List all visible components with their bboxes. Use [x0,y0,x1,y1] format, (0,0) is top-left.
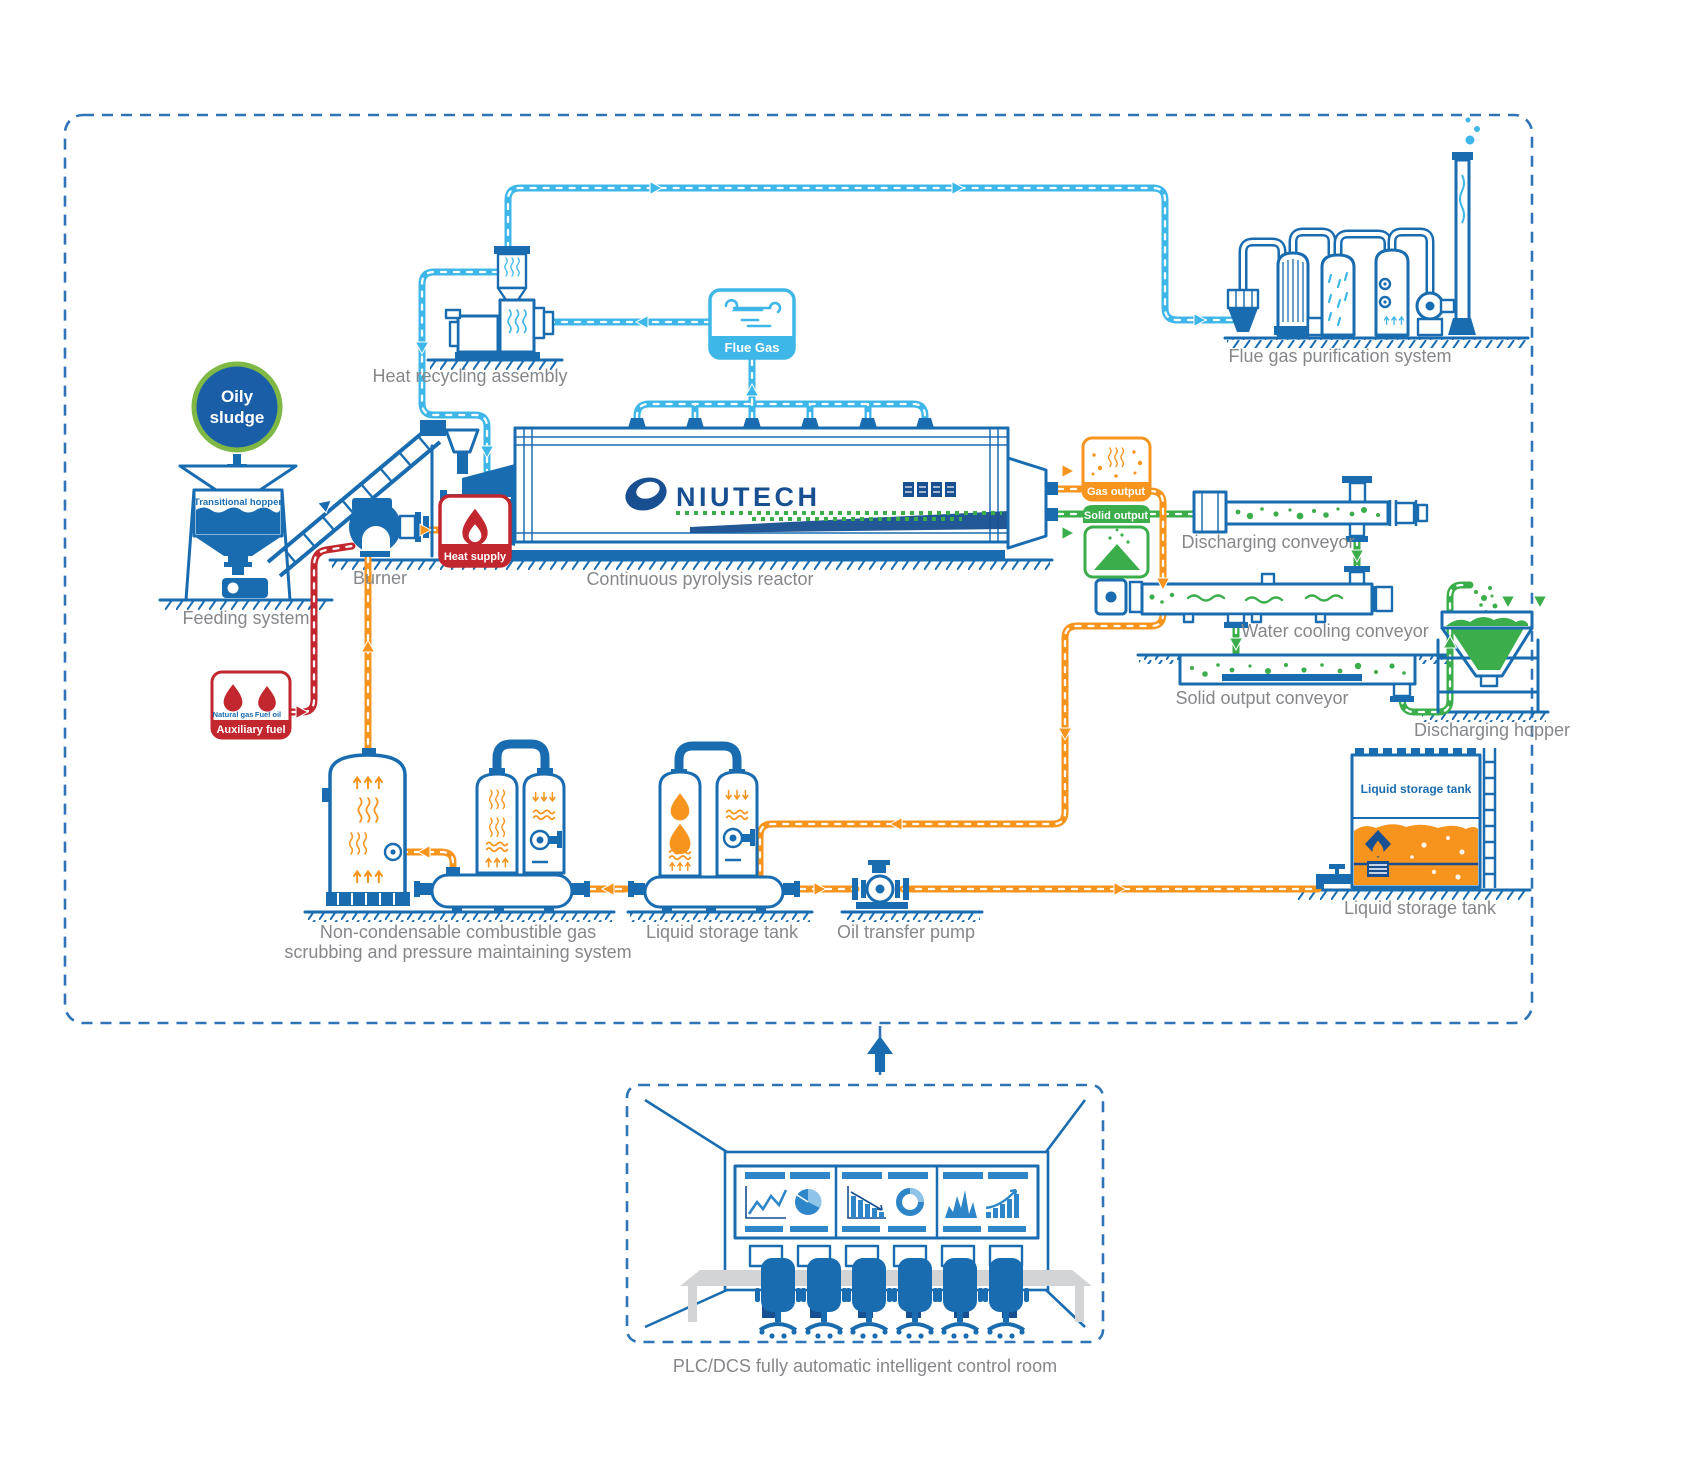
cyclone [1226,288,1260,310]
discharging-conveyor: Discharging conveyor [1181,476,1429,552]
tank-top-castellation [1355,748,1476,756]
control-room: PLC/DCS fully automatic intelligent cont… [625,1083,1105,1376]
scrubbing-system-label-1: Non-condensable combustible gas [320,922,596,942]
pile-icon [1094,544,1140,570]
solid-output-conveyor-label: Solid output conveyor [1175,688,1348,708]
up-arrow-icon [867,1036,893,1072]
pile-icon [1446,616,1528,626]
solid-output-badge: Solid output [1083,505,1150,579]
flue-gas-purification-label: Flue gas purification system [1228,346,1451,366]
heat-supply-badge: Heat supply [438,494,512,568]
reactor-label: Continuous pyrolysis reactor [586,569,813,589]
operator-chairs [755,1258,1029,1339]
oil-transfer-pump-label: Oil transfer pump [837,922,975,942]
scrubbing-system: Non-condensable combustible gas scrubbin… [284,739,632,962]
chimney [1454,158,1471,324]
screen-chart-histogram [945,1190,977,1218]
tank-title: Liquid storage tank [1361,782,1472,796]
screen-chart-bars-down [847,1186,886,1219]
oil-bubbles [1410,836,1465,880]
auxiliary-fuel-label: Auxiliary fuel [216,724,285,736]
reactor-nozzles [628,418,934,428]
solid-particles [1190,662,1406,677]
flue-gas-badge: Flue Gas [708,288,796,360]
flue-gas-purification-system: Flue gas purification system [1226,117,1480,366]
natural-gas-label: Natural gas [213,710,254,719]
flue-gas-pipes [418,184,1236,474]
burner: Burner [349,498,429,588]
cooling-water-waves [1186,594,1344,604]
liquid-storage-tank-mid-label: Liquid storage tank [646,922,799,942]
scrubbing-system-label-2: scrubbing and pressure maintaining syste… [284,942,631,962]
gas-output-badge: Gas output [1081,436,1152,502]
feeding-system-label: Feeding system [182,608,309,628]
screen-chart-donut [896,1188,924,1216]
wind-icon [724,298,782,328]
niutech-logo-icon [625,477,667,511]
screen-chart-pie [795,1188,822,1215]
liquid-storage-tank-right: Liquid storage tank Liquid storage tank [1316,748,1497,918]
flue-gas-label: Flue Gas [725,340,780,355]
oily-sludge-label-1: Oily [221,387,254,406]
discharging-conveyor-label: Discharging conveyor [1181,532,1354,552]
auxiliary-fuel-pipe [286,542,356,716]
solid-particles [1149,592,1175,604]
heat-recycling-label: Heat recycling assembly [372,366,567,386]
discharging-hopper: Discharging hopper [1414,586,1570,740]
chinese-seal-icon [903,482,956,497]
liquid-storage-tank-right-label: Liquid storage tank [1344,898,1497,918]
solid-output-conveyor: Solid output conveyor [1175,653,1417,708]
scrubber-column [522,772,566,875]
feeding-system: Oily sludge Transitional hopper Feeding … [178,361,310,628]
brand-name: NIUTECH [676,482,821,512]
fuel-oil-label: Fuel oil [255,710,281,719]
pyrolysis-reactor: NIUTECH Continuous pyrolysis reactor [440,418,1058,589]
chimney-bubbles-icon [1465,117,1480,145]
solid-particles [1235,507,1380,520]
oily-sludge-label-2: sludge [210,408,265,427]
oily-sludge-node [191,361,283,453]
water-cooling-conveyor: Water cooling conveyor [1094,566,1429,641]
tank-ladder [1482,748,1497,888]
purification-tower [1374,248,1410,337]
heat-supply-label: Heat supply [444,551,507,563]
gas-output-label: Gas output [1087,486,1145,498]
solid-output-label: Solid output [1084,510,1148,522]
discharging-hopper-label: Discharging hopper [1414,720,1570,740]
control-room-label: PLC/DCS fully automatic intelligent cont… [673,1356,1057,1376]
heat-recycling-assembly: Heat recycling assembly [372,246,568,386]
sludge-liquid [196,507,280,534]
tank-valve [1322,874,1352,884]
burner-label: Burner [353,568,407,588]
water-cooling-conveyor-label: Water cooling conveyor [1241,621,1428,641]
auxiliary-fuel-badge: Natural gas Fuel oil Auxiliary fuel [210,670,292,740]
transitional-hopper-label: Transitional hopper [194,497,282,508]
control-screen-wall [733,1164,1040,1240]
condenser-column [715,770,759,878]
oil-transfer-pump: Oil transfer pump [837,860,975,942]
screen-chart-bars-up [985,1188,1019,1218]
screen-header-bars [745,1172,1028,1232]
ground-lines [158,336,1550,922]
screen-chart-line [745,1186,788,1219]
liquid-storage-tank-mid: Liquid storage tank [628,741,800,942]
